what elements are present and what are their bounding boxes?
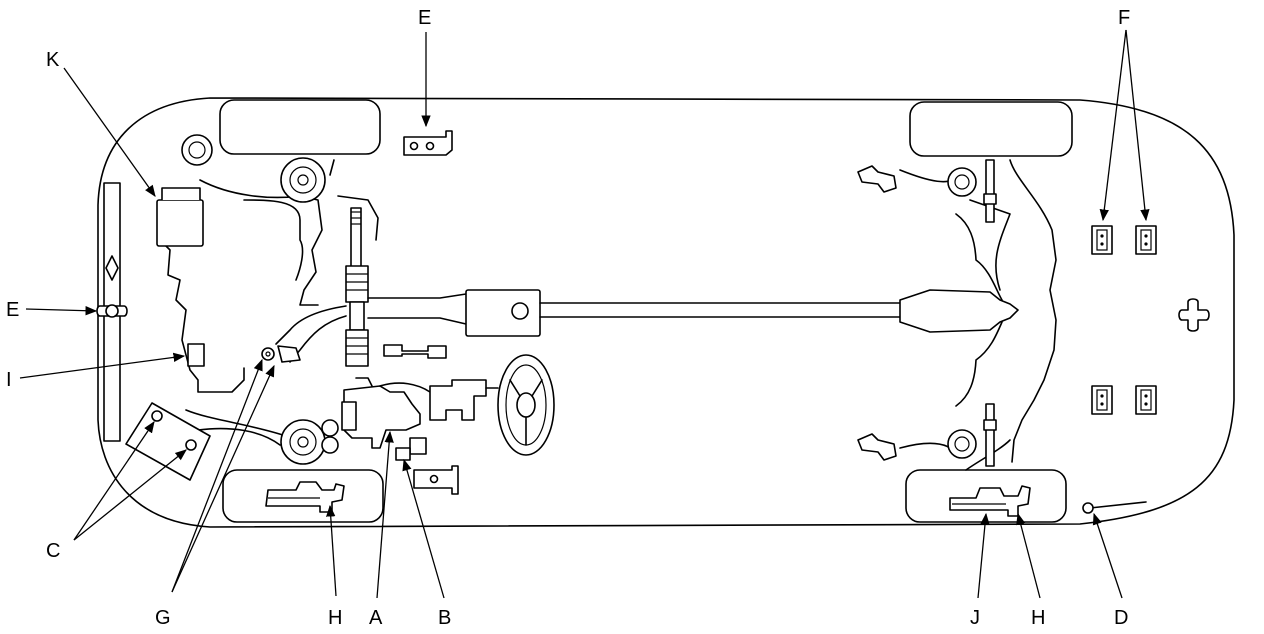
rear-tow-hook (1178, 298, 1210, 332)
label-h-right: H (1031, 607, 1045, 629)
h-left-caliper (265, 481, 345, 513)
center-tunnel-shaft (367, 289, 1019, 337)
k-module-box (156, 187, 204, 247)
front-subframe (159, 134, 379, 446)
label-c: C (46, 540, 60, 562)
pedal-bracket (429, 379, 499, 421)
front-left-hub (280, 157, 326, 203)
front-right-hub (280, 419, 339, 465)
steering-wheel (497, 354, 555, 456)
label-j: J (970, 607, 980, 629)
label-d: D (1114, 607, 1128, 629)
rear-left-sensor-connector (857, 165, 897, 193)
steering-shaft (345, 207, 369, 367)
label-e-left: E (6, 299, 19, 321)
label-g: G (155, 607, 171, 629)
e-top-bracket (403, 130, 453, 156)
label-i: I (6, 369, 12, 391)
i-sensor (187, 343, 205, 367)
front-bumper-beam (96, 182, 128, 442)
rear-right-caliper (949, 485, 1031, 517)
f-connectors (1091, 225, 1157, 255)
label-e-top: E (418, 7, 431, 29)
center-connector (383, 344, 447, 359)
rear-left-hub (947, 159, 997, 223)
label-a: A (369, 607, 383, 629)
b-bracket (413, 465, 459, 495)
label-f: F (1118, 7, 1130, 29)
wheel-rear-left (909, 101, 1073, 157)
a-modulator-assembly (341, 377, 431, 449)
label-k: K (46, 49, 60, 71)
vehicle-body-outline (97, 97, 1235, 528)
label-b: B (438, 607, 451, 629)
rear-lower-connectors (1091, 385, 1157, 415)
g-brake-lines (261, 305, 347, 363)
wheel-front-left (219, 99, 381, 155)
d-rod (1082, 501, 1147, 514)
b-connector (395, 437, 427, 461)
rear-right-sensor-connector (857, 433, 897, 461)
leader-lines (19, 29, 1150, 599)
rear-subframe (899, 159, 1057, 471)
rear-right-hub (947, 403, 997, 467)
label-h-left: H (328, 607, 342, 629)
